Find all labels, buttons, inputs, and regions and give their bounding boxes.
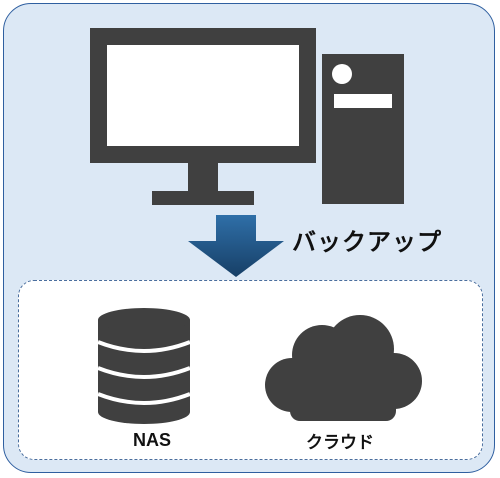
nas-label: NAS [132, 430, 171, 450]
pc-tower-icon [322, 54, 404, 204]
monitor-icon [90, 28, 316, 205]
database-icon [97, 308, 191, 424]
arrow-down-icon [188, 215, 284, 277]
backup-label: バックアップ [292, 228, 442, 256]
cloud-label: クラウド [306, 433, 374, 453]
cloud-icon [265, 315, 422, 421]
